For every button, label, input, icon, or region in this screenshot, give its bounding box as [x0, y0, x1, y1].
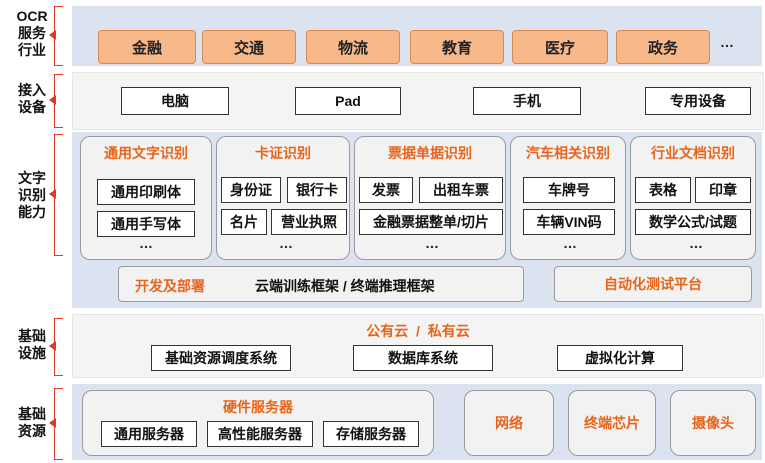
- arrow-res-icon: [49, 418, 56, 428]
- layer-text-recognition: 通用文字识别 通用印刷体 通用手写体 … 卡证识别 身份证 银行卡 名片 营业执…: [72, 132, 762, 308]
- device-pc: 电脑: [121, 87, 229, 115]
- resource-camera: 摄像头: [670, 390, 756, 456]
- arrow-infra-icon: [49, 341, 56, 351]
- item-invoice: 发票: [359, 177, 413, 203]
- cloud-title: 公有云 / 私有云: [366, 323, 470, 339]
- resource-terminal-chip-label: 终端芯片: [584, 415, 640, 431]
- group-title: 汽车相关识别: [526, 145, 610, 161]
- group-general-text: 通用文字识别 通用印刷体 通用手写体 …: [80, 136, 212, 260]
- industry-transport: 交通: [202, 30, 296, 64]
- auto-test-platform: 自动化测试平台: [554, 266, 752, 302]
- industry-government: 政务: [616, 30, 710, 64]
- group-hardware-servers: 硬件服务器 通用服务器 高性能服务器 存储服务器: [82, 390, 434, 456]
- item-seal: 印章: [695, 177, 751, 203]
- server-general: 通用服务器: [101, 421, 197, 447]
- group-doc: 行业文档识别 表格 印章 数学公式/试题 …: [630, 136, 756, 260]
- arrow-access-icon: [49, 95, 56, 105]
- layer-devices: 电脑 Pad 手机 专用设备: [72, 72, 764, 130]
- item-id-card: 身份证: [221, 177, 281, 203]
- dev-deploy-label: 开发及部署: [135, 278, 205, 294]
- industry-finance: 金融: [98, 30, 196, 64]
- resource-terminal-chip: 终端芯片: [568, 390, 656, 456]
- item-taxi-ticket: 出租车票: [419, 177, 503, 203]
- device-pad: Pad: [295, 87, 401, 115]
- group-title: 票据单据识别: [388, 145, 472, 161]
- item-bank-card: 银行卡: [287, 177, 347, 203]
- more-dots: …: [689, 235, 703, 251]
- auto-test-label: 自动化测试平台: [604, 276, 702, 292]
- group-bill: 票据单据识别 发票 出租车票 金融票据整单/切片 …: [354, 136, 506, 260]
- arrow-text-icon: [49, 189, 56, 199]
- infra-database: 数据库系统: [353, 345, 493, 371]
- item-financial-bill: 金融票据整单/切片: [359, 209, 503, 235]
- industry-education: 教育: [410, 30, 504, 64]
- resource-network: 网络: [464, 390, 554, 456]
- label-ocr-industry: OCR 服务 行业: [16, 8, 48, 58]
- group-car: 汽车相关识别 车牌号 车辆VIN码 …: [510, 136, 626, 260]
- label-text-recognition: 文字 识别 能力: [18, 170, 46, 220]
- dev-deploy-frameworks: 云端训练框架 / 终端推理框架: [255, 278, 435, 294]
- more-dots: …: [425, 235, 439, 251]
- resource-camera-label: 摄像头: [692, 415, 734, 431]
- infra-resource-scheduling: 基础资源调度系统: [151, 345, 291, 371]
- industry-more: …: [720, 34, 734, 50]
- item-table: 表格: [635, 177, 691, 203]
- layer-industries: 金融 交通 物流 教育 医疗 政务 …: [72, 6, 762, 66]
- industry-medical: 医疗: [512, 30, 608, 64]
- group-title: 通用文字识别: [104, 145, 188, 161]
- more-dots: …: [139, 235, 153, 251]
- device-special: 专用设备: [645, 87, 751, 115]
- industry-logistics: 物流: [306, 30, 400, 64]
- resource-network-label: 网络: [495, 415, 523, 431]
- more-dots: …: [563, 235, 577, 251]
- infra-virtualization: 虚拟化计算: [557, 345, 683, 371]
- server-high-performance: 高性能服务器: [207, 421, 313, 447]
- group-title: 行业文档识别: [651, 145, 735, 161]
- dev-deploy-bar: 开发及部署 云端训练框架 / 终端推理框架: [118, 266, 524, 302]
- device-phone: 手机: [473, 87, 581, 115]
- arrow-ocr-icon: [49, 30, 56, 40]
- item-general-handwriting: 通用手写体: [97, 211, 195, 237]
- item-business-license: 营业执照: [271, 209, 347, 235]
- item-math-formula: 数学公式/试题: [635, 209, 751, 235]
- label-infrastructure: 基础 设施: [18, 328, 46, 361]
- layer-infrastructure: 公有云 / 私有云 基础资源调度系统 数据库系统 虚拟化计算: [72, 314, 764, 378]
- layer-base-resources: 硬件服务器 通用服务器 高性能服务器 存储服务器 网络 终端芯片 摄像头: [72, 384, 762, 460]
- group-title: 硬件服务器: [223, 399, 293, 415]
- item-vin: 车辆VIN码: [523, 209, 615, 235]
- group-title: 卡证识别: [255, 145, 311, 161]
- label-access-device: 接入 设备: [18, 82, 46, 115]
- server-storage: 存储服务器: [323, 421, 419, 447]
- label-base-resources: 基础 资源: [18, 406, 46, 439]
- more-dots: …: [279, 235, 293, 251]
- group-card: 卡证识别 身份证 银行卡 名片 营业执照 …: [216, 136, 350, 260]
- item-general-print: 通用印刷体: [97, 179, 195, 205]
- item-license-plate: 车牌号: [523, 177, 615, 203]
- item-business-card: 名片: [221, 209, 267, 235]
